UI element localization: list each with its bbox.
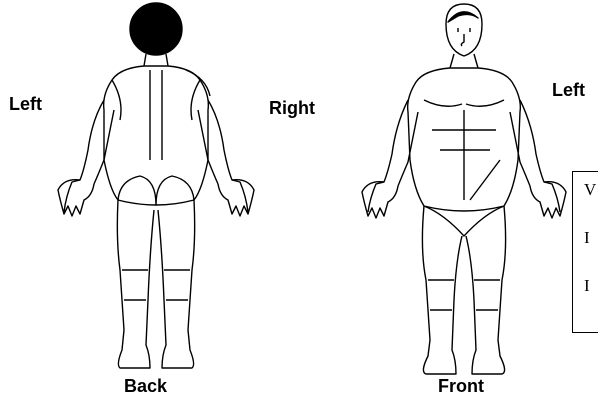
back-right-side-label: Right [269,98,315,119]
front-knee-lines [428,280,500,310]
front-chest-lines [424,100,504,200]
back-neck [144,54,168,66]
legend-row-1: V [584,180,596,200]
legend-row-2: I [584,228,590,248]
front-right-leg [466,206,506,374]
back-left-side-label: Left [9,94,42,115]
back-left-leg [117,200,154,368]
front-left-hand [362,182,398,218]
front-face [458,28,470,46]
legend-row-3: I [584,276,590,296]
front-right-hand [530,182,566,218]
back-view-label: Back [124,376,167,397]
back-head [130,3,182,55]
back-shoulder-detail [112,70,210,120]
back-buttocks [118,176,194,205]
front-head-hair [448,12,478,22]
front-view-label: Front [438,376,484,397]
back-left-hand [58,180,94,216]
front-figure [362,4,566,374]
back-knee-lines [122,270,190,300]
back-right-leg [158,200,195,368]
back-torso [104,66,209,205]
back-figure [58,3,254,368]
legend-box: V I I [572,171,598,333]
front-left-leg [422,206,462,374]
front-left-side-label: Left [552,80,585,101]
back-spine-band [150,70,162,160]
back-right-hand [218,180,254,216]
